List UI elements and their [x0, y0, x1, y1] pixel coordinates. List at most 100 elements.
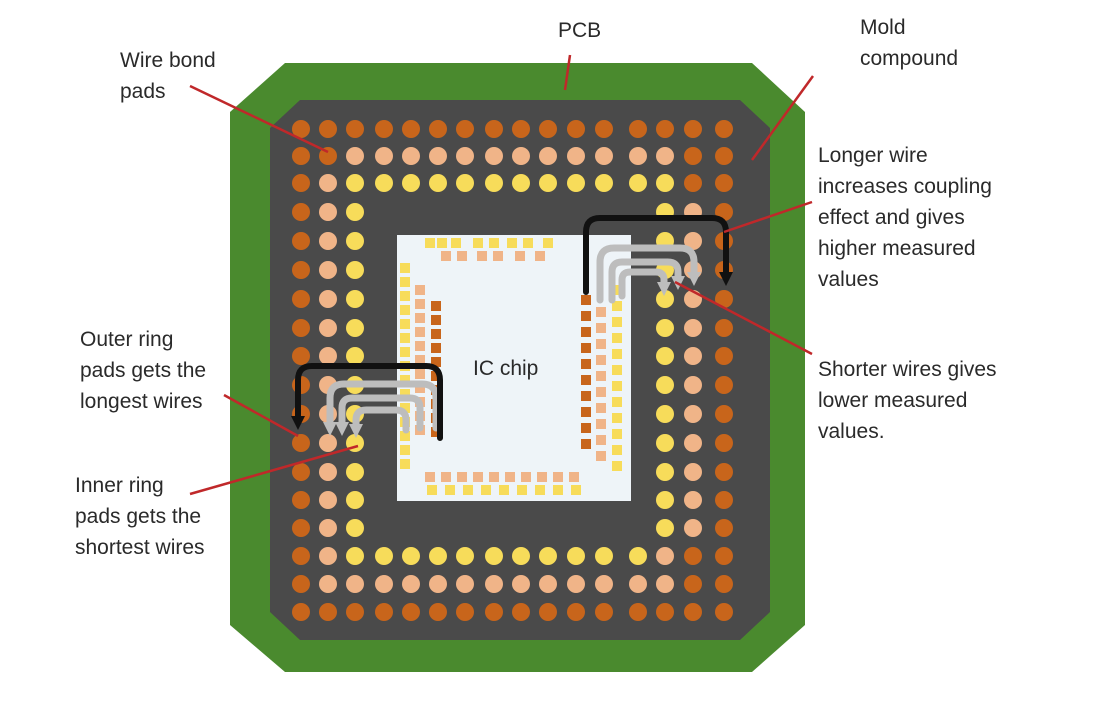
bond-pad	[656, 319, 674, 337]
die-pad	[481, 485, 491, 495]
die-pad	[445, 485, 455, 495]
bond-pad	[319, 261, 337, 279]
die-pad	[596, 403, 606, 413]
bond-pad	[715, 319, 733, 337]
die-pad	[535, 251, 545, 261]
die-pad	[523, 238, 533, 248]
die-pad	[400, 375, 410, 385]
bond-pad	[319, 174, 337, 192]
bond-pad	[715, 376, 733, 394]
bond-pad	[715, 547, 733, 565]
bond-pad	[402, 174, 420, 192]
die-pad	[537, 472, 547, 482]
bond-pad	[567, 575, 585, 593]
bond-pad	[567, 547, 585, 565]
bond-pad	[346, 261, 364, 279]
short-wire	[326, 380, 440, 432]
die-pad	[431, 371, 441, 381]
die-pad	[400, 389, 410, 399]
label-inner-ring: Inner ring pads gets the shortest wires	[75, 474, 205, 559]
die-pad	[612, 429, 622, 439]
leader-wire-bond-pads	[189, 84, 329, 154]
die-pad	[425, 238, 435, 248]
die-pad	[431, 357, 441, 367]
wire-arrow	[687, 272, 701, 286]
label-shorter-wires: Shorter wires gives lower measured value…	[818, 358, 997, 443]
die-pad	[505, 472, 515, 482]
die-pad	[400, 445, 410, 455]
bond-pad	[456, 120, 474, 138]
die-pad	[581, 311, 591, 321]
bond-pad	[539, 120, 557, 138]
short-wire	[608, 258, 682, 304]
die-pad	[612, 349, 622, 359]
bond-pad	[715, 434, 733, 452]
bond-pad	[656, 147, 674, 165]
bond-pad	[319, 232, 337, 250]
bond-pad	[319, 290, 337, 308]
bond-pad	[629, 120, 647, 138]
bond-pad	[684, 232, 702, 250]
bond-pad	[292, 319, 310, 337]
die-pad	[473, 238, 483, 248]
leader-mold-compound	[750, 75, 815, 161]
bond-pad	[567, 147, 585, 165]
bond-pad	[375, 174, 393, 192]
die-pad	[543, 238, 553, 248]
bond-pad	[346, 319, 364, 337]
die-pad	[581, 391, 591, 401]
short-wire	[596, 244, 698, 304]
die-pad	[581, 407, 591, 417]
die-pad	[493, 251, 503, 261]
die-pad	[457, 251, 467, 261]
die-pad	[612, 317, 622, 327]
bond-pad	[292, 434, 310, 452]
die-pad	[612, 413, 622, 423]
bond-pad	[567, 174, 585, 192]
bond-pad	[595, 147, 613, 165]
die-pad	[596, 387, 606, 397]
bond-pad	[539, 174, 557, 192]
bond-pad	[402, 603, 420, 621]
long-wire	[583, 215, 729, 295]
bond-pad	[456, 547, 474, 565]
die-pad	[400, 459, 410, 469]
bond-pad	[429, 603, 447, 621]
bond-pad	[539, 603, 557, 621]
die-pad	[521, 472, 531, 482]
bond-pad	[319, 603, 337, 621]
bond-pad	[684, 174, 702, 192]
bond-pad	[319, 519, 337, 537]
bond-pad	[684, 405, 702, 423]
bond-pad	[375, 547, 393, 565]
die-pad	[477, 251, 487, 261]
bond-pad	[292, 603, 310, 621]
bond-pad	[346, 203, 364, 221]
bond-pad	[292, 147, 310, 165]
die-pad	[612, 461, 622, 471]
bond-pad	[402, 547, 420, 565]
bond-pad	[656, 174, 674, 192]
bond-pad	[485, 575, 503, 593]
bond-pad	[629, 547, 647, 565]
bond-pad	[346, 232, 364, 250]
die-pad	[427, 485, 437, 495]
wire-arrow	[349, 424, 363, 438]
bond-pad	[292, 463, 310, 481]
bond-pad	[346, 290, 364, 308]
bond-pad	[485, 547, 503, 565]
bond-pad	[629, 174, 647, 192]
bond-pad	[319, 319, 337, 337]
bond-pad	[429, 174, 447, 192]
bond-pad	[292, 232, 310, 250]
die-pad	[441, 251, 451, 261]
bond-pad	[346, 547, 364, 565]
bond-pad	[715, 603, 733, 621]
bond-pad	[539, 575, 557, 593]
die-pad	[415, 355, 425, 365]
die-pad	[431, 315, 441, 325]
bond-pad	[375, 603, 393, 621]
bond-pad	[346, 463, 364, 481]
die-pad	[400, 347, 410, 357]
die-pad	[612, 381, 622, 391]
